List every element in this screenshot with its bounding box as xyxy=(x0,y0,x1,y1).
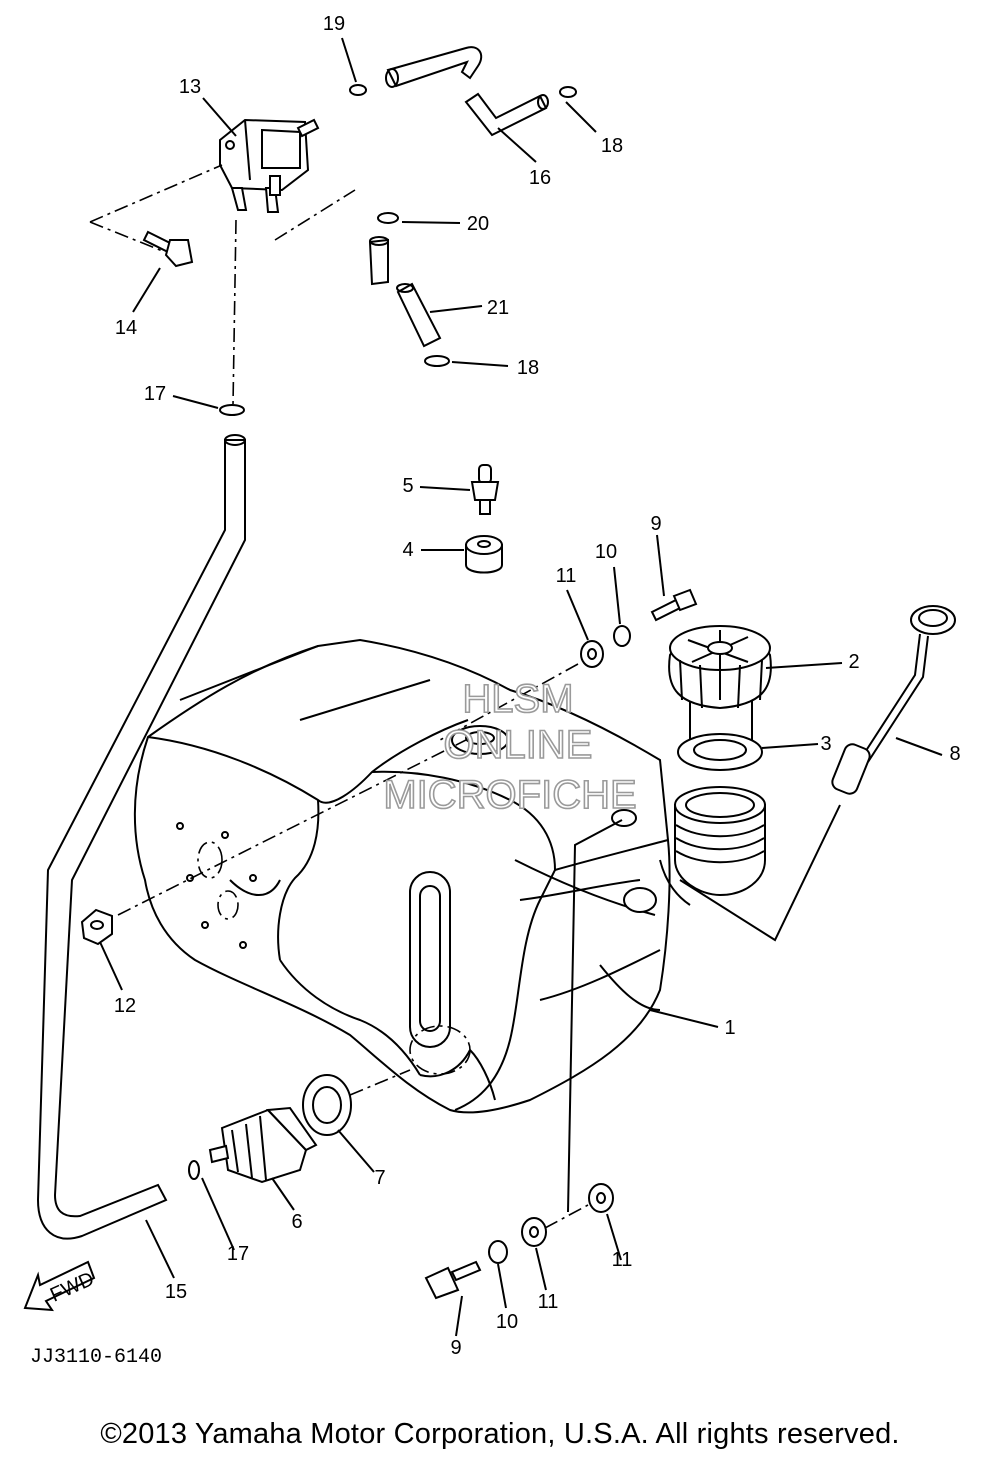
fuel-hose-15 xyxy=(36,434,246,1240)
watermark-line-2: ONLINE xyxy=(444,723,593,767)
callout-16: 16 xyxy=(529,167,551,189)
callout-3: 3 xyxy=(820,733,831,755)
filler-cap xyxy=(668,625,772,753)
hose-16 xyxy=(464,92,549,137)
callout-13: 13 xyxy=(179,76,201,98)
callout-6: 6 xyxy=(291,1211,302,1233)
callout-labels: 19 13 18 16 20 14 21 18 17 5 9 4 10 11 2… xyxy=(114,13,961,1359)
callout-10-bottom: 10 xyxy=(496,1311,518,1333)
callout-4: 4 xyxy=(402,539,413,561)
callout-8: 8 xyxy=(949,743,960,765)
diagram-code: JJ3110-6140 xyxy=(30,1346,162,1369)
pump-bolt xyxy=(142,230,194,268)
fwd-arrow: FWD xyxy=(23,1260,97,1312)
fuel-level-sender xyxy=(679,605,956,942)
callout-14: 14 xyxy=(115,317,137,339)
callout-11-mid: 11 xyxy=(538,1291,559,1313)
callout-5: 5 xyxy=(402,475,413,497)
upper-collar-11 xyxy=(580,640,604,668)
copyright-notice: ©2013 Yamaha Motor Corporation, U.S.A. A… xyxy=(100,1418,900,1450)
callout-19: 19 xyxy=(323,13,345,35)
hose-clips xyxy=(188,84,577,1180)
leader-lines xyxy=(99,37,943,1337)
callout-9-top: 9 xyxy=(650,513,661,535)
lower-collar-11b xyxy=(588,1183,614,1213)
watermark-line-1: HLSM xyxy=(462,677,573,721)
lower-bolt-9 xyxy=(424,1260,482,1300)
callout-21: 21 xyxy=(487,297,509,319)
watermark-line-3: MICROFICHE xyxy=(383,773,636,817)
callout-7: 7 xyxy=(374,1167,385,1189)
upper-washer-10 xyxy=(613,625,631,647)
callout-1: 1 xyxy=(724,1017,735,1039)
grommet xyxy=(465,535,503,574)
callout-12: 12 xyxy=(114,995,136,1017)
callout-18-top: 18 xyxy=(601,135,623,157)
lower-collar-11a xyxy=(521,1217,547,1247)
hose-upper xyxy=(385,46,483,88)
cap-gasket xyxy=(677,733,763,771)
callout-11-right: 11 xyxy=(612,1249,633,1271)
callout-2: 2 xyxy=(848,651,859,673)
hose-21 xyxy=(368,236,442,348)
pickup-oring xyxy=(302,1074,352,1136)
lower-washer-10 xyxy=(488,1240,508,1264)
upper-bolt-9 xyxy=(650,588,698,622)
callout-10-top: 10 xyxy=(595,541,617,563)
vent-fitting xyxy=(470,464,500,515)
callout-9-bottom: 9 xyxy=(450,1337,461,1359)
callout-11-top: 11 xyxy=(556,565,577,587)
callout-18-mid: 18 xyxy=(517,357,539,379)
callout-17-bottom: 17 xyxy=(227,1243,249,1265)
nut-12 xyxy=(80,908,113,946)
fuel-tank xyxy=(133,638,766,1114)
callout-17-top: 17 xyxy=(144,383,166,405)
callout-20: 20 xyxy=(467,213,489,235)
parts-diagram: FWD HLSM ONLINE MICROFICHE xyxy=(23,13,961,1369)
fuel-pump xyxy=(219,118,320,213)
fuel-pickup xyxy=(208,1106,318,1184)
callout-15: 15 xyxy=(165,1281,187,1303)
watermark: HLSM ONLINE MICROFICHE xyxy=(383,676,638,818)
